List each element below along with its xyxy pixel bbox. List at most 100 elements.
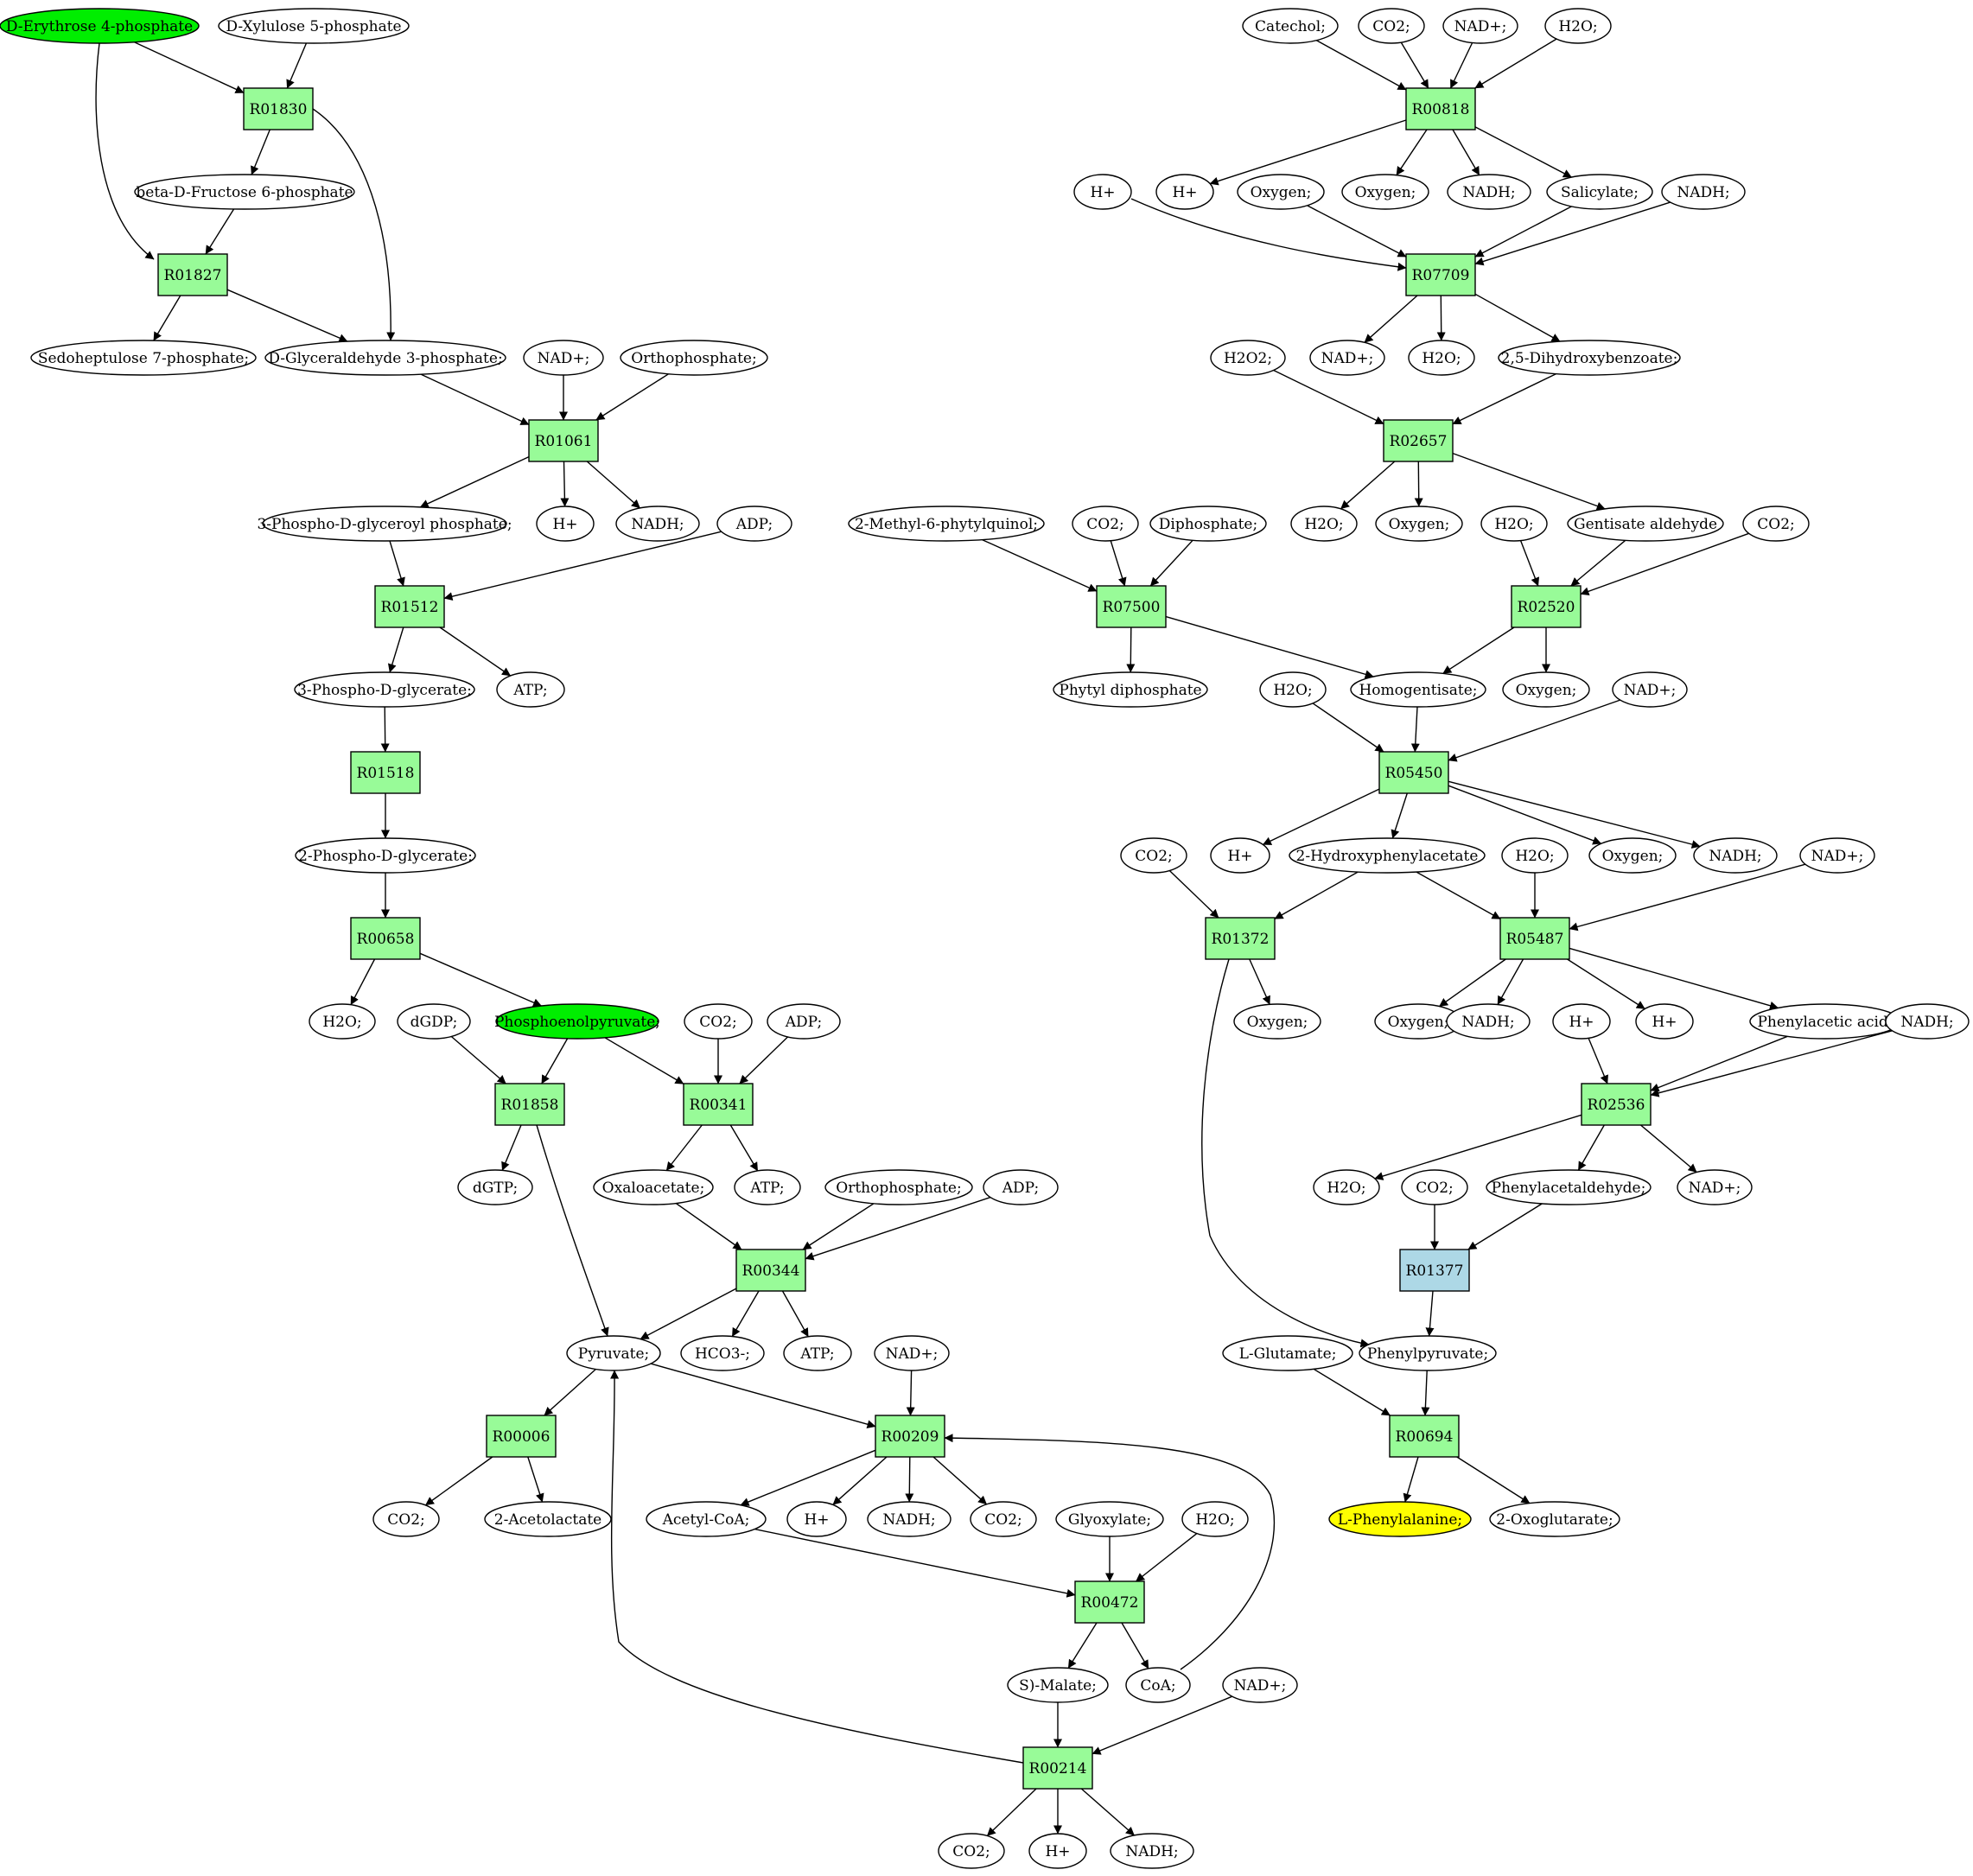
metabolite-node-m_3pdgp[interactable]: 3-Phospho-D-glyceroyl phosphate;	[257, 506, 512, 542]
reaction-node-r_R02536[interactable]: R02536	[1581, 1083, 1652, 1126]
metabolite-node-m_salicylate[interactable]: Salicylate;	[1546, 174, 1653, 210]
metabolite-node-m_nadh_r1[interactable]: NADH;	[1447, 174, 1531, 210]
metabolite-node-m_h2o_r4[interactable]: H2O;	[1480, 506, 1548, 542]
reaction-node-r_R01827[interactable]: R01827	[157, 253, 228, 296]
metabolite-node-m_oaa[interactable]: Oxaloacetate;	[593, 1169, 714, 1205]
metabolite-node-m_h2o_r7[interactable]: H2O;	[1313, 1169, 1380, 1205]
reaction-node-r_R05450[interactable]: R05450	[1378, 751, 1449, 794]
metabolite-node-m_dgdp[interactable]: dGDP;	[397, 1003, 471, 1040]
metabolite-node-m_ery4p[interactable]: D-Erythrose 4-phosphate	[0, 8, 200, 44]
metabolite-node-m_hco3[interactable]: HCO3-;	[680, 1335, 765, 1371]
metabolite-node-m_co2_4[interactable]: CO2;	[938, 1833, 1005, 1869]
metabolite-node-m_adp_1[interactable]: ADP;	[716, 506, 792, 542]
metabolite-node-m_atp_3[interactable]: ATP;	[783, 1335, 852, 1371]
metabolite-node-m_oxy_r5[interactable]: Oxygen;	[1588, 837, 1677, 874]
metabolite-node-m_oxy_r7[interactable]: Oxygen;	[1374, 1003, 1462, 1040]
metabolite-node-m_pyr[interactable]: Pyruvate;	[566, 1335, 661, 1371]
metabolite-node-m_co2_r5[interactable]: CO2;	[1401, 1169, 1468, 1205]
metabolite-node-m_nadh_2[interactable]: NADH;	[867, 1501, 951, 1537]
metabolite-node-m_oxy_r1[interactable]: Oxygen;	[1237, 174, 1325, 210]
metabolite-node-m_h2o_2[interactable]: H2O;	[1181, 1501, 1249, 1537]
metabolite-node-m_sed7p[interactable]: Sedoheptulose 7-phosphate;	[30, 340, 257, 376]
metabolite-node-m_h_r4[interactable]: H+	[1552, 1003, 1611, 1040]
reaction-node-r_R02657[interactable]: R02657	[1383, 419, 1454, 462]
reaction-node-r_R01858[interactable]: R01858	[494, 1083, 565, 1126]
metabolite-node-m_25dhb[interactable]: 2,5-Dihydroxybenzoate;	[1498, 340, 1681, 376]
reaction-node-r_R05487[interactable]: R05487	[1499, 917, 1570, 960]
reaction-node-r_R00341[interactable]: R00341	[683, 1083, 754, 1126]
metabolite-node-m_nad_1[interactable]: NAD+;	[523, 340, 604, 376]
metabolite-node-m_atp_2[interactable]: ATP;	[734, 1169, 801, 1205]
metabolite-node-m_oxy_r4[interactable]: Oxygen;	[1502, 671, 1590, 708]
metabolite-node-m_h_r2[interactable]: H+	[1155, 174, 1214, 210]
metabolite-node-m_g3p[interactable]: D-Glyceraldehyde 3-phosphate;	[264, 340, 506, 376]
metabolite-node-m_co2_2[interactable]: CO2;	[372, 1501, 440, 1537]
metabolite-node-m_co2_r2[interactable]: CO2;	[1072, 506, 1139, 542]
metabolite-node-m_pep[interactable]: Phosphoenolpyruvate;	[494, 1003, 660, 1040]
metabolite-node-m_adp_3[interactable]: ADP;	[983, 1169, 1059, 1205]
metabolite-node-m_dgtp[interactable]: dGTP;	[457, 1169, 533, 1205]
metabolite-node-m_diphos[interactable]: Diphosphate;	[1149, 506, 1267, 542]
reaction-node-r_R01372[interactable]: R01372	[1205, 917, 1276, 960]
metabolite-node-m_h2o_r1[interactable]: H2O;	[1544, 8, 1612, 44]
metabolite-node-m_adp_2[interactable]: ADP;	[767, 1003, 841, 1040]
metabolite-node-m_accoa[interactable]: Acetyl-CoA;	[646, 1501, 767, 1537]
metabolite-node-m_mpq[interactable]: 2-Methyl-6-phytylquinol;	[848, 506, 1045, 542]
metabolite-node-m_orthop_1[interactable]: Orthophosphate;	[620, 340, 768, 376]
reaction-node-r_R07500[interactable]: R07500	[1096, 585, 1167, 628]
metabolite-node-m_h_3[interactable]: H+	[1028, 1833, 1087, 1869]
metabolite-node-m_lglu[interactable]: L-Glutamate;	[1222, 1335, 1353, 1371]
metabolite-node-m_nad_3[interactable]: NAD+;	[1222, 1667, 1298, 1703]
metabolite-node-m_co2_r3[interactable]: CO2;	[1742, 506, 1810, 542]
metabolite-node-m_co2_r4[interactable]: CO2;	[1120, 837, 1187, 874]
metabolite-node-m_xyl5p[interactable]: D-Xylulose 5-phosphate	[218, 8, 410, 44]
metabolite-node-m_h2o2[interactable]: H2O2;	[1210, 340, 1286, 376]
metabolite-node-m_atp_1[interactable]: ATP;	[496, 671, 565, 708]
metabolite-node-m_nad_r2[interactable]: NAD+;	[1309, 340, 1385, 376]
metabolite-node-m_2pg[interactable]: 2-Phospho-D-glycerate;	[295, 837, 476, 874]
metabolite-node-m_co2_1[interactable]: CO2;	[684, 1003, 753, 1040]
reaction-node-r_R01512[interactable]: R01512	[374, 585, 445, 628]
metabolite-node-m_h2o_r6[interactable]: H2O;	[1501, 837, 1569, 874]
metabolite-node-m_fru6p[interactable]: beta-D-Fructose 6-phosphate	[134, 174, 355, 210]
metabolite-node-m_oxy_r6[interactable]: Oxygen;	[1233, 1003, 1321, 1040]
metabolite-node-m_3pg[interactable]: 3-Phospho-D-glycerate;	[294, 671, 475, 708]
metabolite-node-m_nad_r4[interactable]: NAD+;	[1799, 837, 1875, 874]
metabolite-node-m_oxy_r2[interactable]: Oxygen;	[1341, 174, 1429, 210]
metabolite-node-m_h2o_1[interactable]: H2O;	[309, 1003, 376, 1040]
metabolite-node-m_2oxo[interactable]: 2-Oxoglutarate;	[1489, 1501, 1620, 1537]
metabolite-node-m_h2o_r5[interactable]: H2O;	[1259, 671, 1327, 708]
reaction-node-r_R01830[interactable]: R01830	[243, 87, 314, 130]
metabolite-node-m_2hpa[interactable]: 2-Hydroxyphenylacetate	[1289, 837, 1486, 874]
metabolite-node-m_nad_r5[interactable]: NAD+;	[1677, 1169, 1753, 1205]
metabolite-node-m_nad_r3[interactable]: NAD+;	[1612, 671, 1688, 708]
metabolite-node-m_h_r1[interactable]: H+	[1073, 174, 1132, 210]
metabolite-node-m_phytyl[interactable]: Phytyl diphosphate	[1053, 671, 1208, 708]
metabolite-node-m_phald[interactable]: Phenylacetaldehyde;	[1486, 1169, 1652, 1205]
metabolite-node-m_nadh_r5[interactable]: NADH;	[1885, 1003, 1970, 1040]
metabolite-node-m_nad_2[interactable]: NAD+;	[874, 1335, 950, 1371]
metabolite-node-m_oxy_r3[interactable]: Oxygen;	[1375, 506, 1463, 542]
metabolite-node-m_co2_3[interactable]: CO2;	[970, 1501, 1037, 1537]
reaction-node-r_R00694[interactable]: R00694	[1389, 1415, 1460, 1458]
reaction-node-r_R00658[interactable]: R00658	[350, 917, 421, 960]
metabolite-node-m_h2o_r2[interactable]: H2O;	[1408, 340, 1475, 376]
metabolite-node-m_nadh_r2[interactable]: NADH;	[1661, 174, 1746, 210]
metabolite-node-m_gentald[interactable]: Gentisate aldehyde	[1567, 506, 1724, 542]
reaction-node-r_R02520[interactable]: R02520	[1511, 585, 1582, 628]
metabolite-node-m_phac[interactable]: Phenylacetic acid;	[1749, 1003, 1901, 1040]
metabolite-node-m_nad_r1[interactable]: NAD+;	[1442, 8, 1518, 44]
metabolite-node-m_coa[interactable]: CoA;	[1125, 1667, 1191, 1703]
reaction-node-r_R01377[interactable]: R01377	[1399, 1249, 1470, 1292]
metabolite-node-m_acetolac[interactable]: 2-Acetolactate	[484, 1501, 612, 1537]
metabolite-node-m_h_2[interactable]: H+	[786, 1501, 847, 1537]
metabolite-node-m_catechol[interactable]: Catechol;	[1242, 8, 1339, 44]
metabolite-node-m_co2_r1[interactable]: CO2;	[1358, 8, 1425, 44]
reaction-node-r_R07709[interactable]: R07709	[1405, 253, 1476, 296]
reaction-node-r_R00818[interactable]: R00818	[1405, 87, 1476, 130]
metabolite-node-m_h_1[interactable]: H+	[536, 506, 595, 542]
reaction-node-r_R01061[interactable]: R01061	[528, 419, 599, 462]
reaction-node-r_R00472[interactable]: R00472	[1074, 1580, 1145, 1624]
metabolite-node-m_h2o_r3[interactable]: H2O;	[1290, 506, 1358, 542]
metabolite-node-m_glyox[interactable]: Glyoxylate;	[1055, 1501, 1164, 1537]
